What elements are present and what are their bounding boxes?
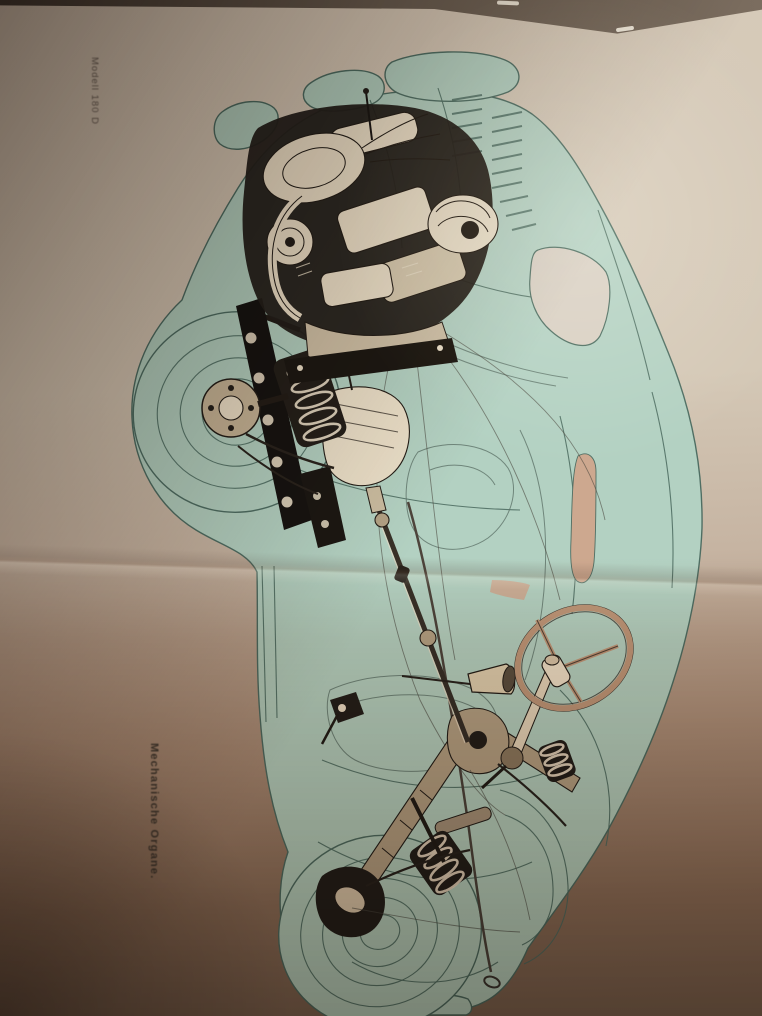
- gearbox: [321, 351, 410, 514]
- far-rear-wheel-arcs: [499, 789, 569, 965]
- background-surface-top-edge: [0, 0, 762, 34]
- interior-seat-lines: [326, 329, 569, 772]
- tail-foot: [404, 993, 473, 1016]
- driveshaft: [320, 507, 471, 745]
- horn: [401, 663, 516, 695]
- steering-assembly: [480, 604, 634, 790]
- page-fold-crease: [0, 543, 762, 599]
- page-edge-glint: [615, 25, 635, 33]
- front-suspension: [201, 298, 347, 548]
- page-edge-glint: [496, 0, 520, 6]
- control-cables: [376, 329, 606, 816]
- engine: [242, 88, 499, 384]
- front-fender-fin: [213, 101, 279, 150]
- front-bumper-upper: [384, 51, 520, 102]
- car-body-silhouette: [131, 51, 703, 1016]
- side-window-opening: [490, 453, 597, 600]
- rear-wheel: [277, 834, 483, 1016]
- exhaust-system: [406, 501, 501, 989]
- front-wheel: [132, 311, 342, 513]
- rear-axle: [315, 707, 581, 938]
- front-bumper-lower: [302, 69, 385, 112]
- caption-text: Mechanische Organe.: [148, 743, 160, 880]
- model-label: Modell 180 D: [89, 57, 100, 125]
- body-panel-lines: [261, 87, 674, 983]
- windshield-opening: [529, 246, 611, 347]
- grille-louvers: [451, 94, 537, 231]
